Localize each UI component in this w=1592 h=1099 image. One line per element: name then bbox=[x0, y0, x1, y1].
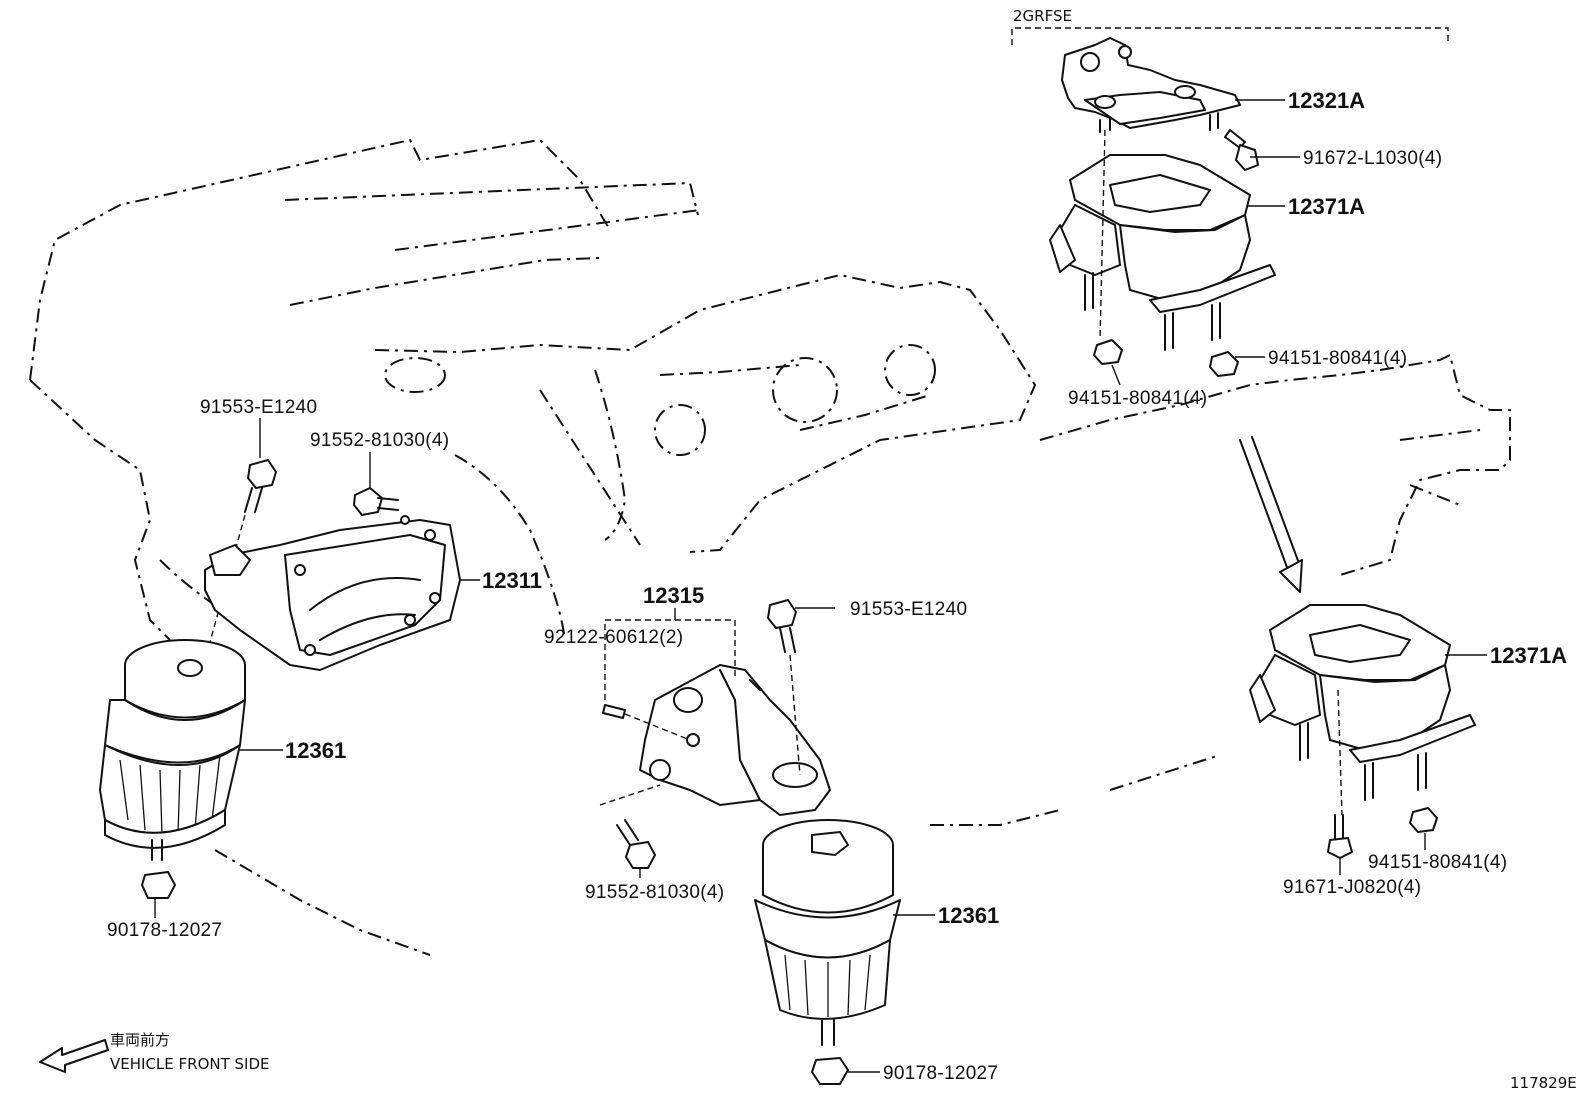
callout-91672-l1030: 91672-L1030(4) bbox=[1303, 148, 1442, 169]
callout-90178-center: 90178-12027 bbox=[883, 1063, 998, 1084]
mount-12371a-top-drawing bbox=[1049, 129, 1276, 351]
front-side-japanese: 車両前方 bbox=[110, 1031, 170, 1049]
nut-94151-top-drawing bbox=[1093, 339, 1239, 377]
bracket-12321a-drawing bbox=[1061, 37, 1241, 133]
callout-94151-right: 94151-80841(4) bbox=[1368, 852, 1507, 873]
callout-91553-left: 91553-E1240 bbox=[200, 397, 317, 418]
bolt-91672-drawing bbox=[1224, 129, 1259, 171]
callout-94151-top-left: 94151-80841(4) bbox=[1068, 388, 1207, 409]
bolt-91553-center-drawing bbox=[767, 599, 801, 776]
vehicle-front-indicator: 車両前方 VEHICLE FRONT SIDE bbox=[39, 1031, 270, 1073]
callout-12361-left: 12361 bbox=[285, 738, 346, 763]
nut-94151-right-drawing bbox=[1409, 807, 1438, 833]
callout-12371a-top: 12371A bbox=[1288, 194, 1365, 219]
callout-92122-60612: 92122-60612(2) bbox=[544, 627, 683, 648]
mount-12361-left-drawing bbox=[99, 639, 246, 861]
callout-90178-left: 90178-12027 bbox=[107, 920, 222, 941]
callout-12361-center: 12361 bbox=[938, 903, 999, 928]
section-bracket-2grfse: 2GRFSE bbox=[1011, 7, 1449, 45]
bolt-91671-drawing bbox=[1327, 814, 1353, 859]
mount-12371a-right-drawing bbox=[1249, 604, 1476, 816]
engine-ghost-outline bbox=[29, 139, 1511, 956]
stud-92122-drawing bbox=[602, 704, 691, 741]
front-arrow-icon bbox=[39, 1039, 109, 1073]
callout-91553-center: 91553-E1240 bbox=[850, 599, 967, 620]
callout-91671-j0820: 91671-J0820(4) bbox=[1283, 877, 1421, 898]
nut-90178-center-drawing bbox=[811, 1057, 849, 1085]
callout-94151-top-right: 94151-80841(4) bbox=[1268, 348, 1407, 369]
bolt-91552-center-drawing bbox=[599, 784, 661, 869]
callout-91552-center: 91552-81030(4) bbox=[585, 882, 724, 903]
callout-12315: 12315 bbox=[643, 583, 704, 608]
callout-12311: 12311 bbox=[482, 568, 542, 593]
callout-12321a: 12321A bbox=[1288, 88, 1365, 113]
bracket-12315-drawing bbox=[639, 664, 831, 816]
assembly-arrow-head bbox=[1279, 559, 1303, 593]
callout-labels: 12321A 91672-L1030(4) 12371A 94151-80841… bbox=[107, 88, 1567, 1084]
mount-12361-center-drawing bbox=[754, 819, 901, 1046]
bolt-91552-left-drawing bbox=[353, 487, 399, 516]
diagram-id: 117829E bbox=[1510, 1074, 1577, 1092]
callout-12371a-right: 12371A bbox=[1490, 643, 1567, 668]
bracket-12311-drawing bbox=[204, 515, 461, 671]
leader-lines bbox=[154, 99, 1487, 1073]
assembly-arrow-shaft bbox=[1239, 439, 1289, 571]
front-side-english: VEHICLE FRONT SIDE bbox=[110, 1055, 270, 1073]
nut-90178-left-drawing bbox=[141, 871, 176, 899]
section-label: 2GRFSE bbox=[1013, 7, 1072, 25]
callout-91552-left: 91552-81030(4) bbox=[310, 430, 449, 451]
